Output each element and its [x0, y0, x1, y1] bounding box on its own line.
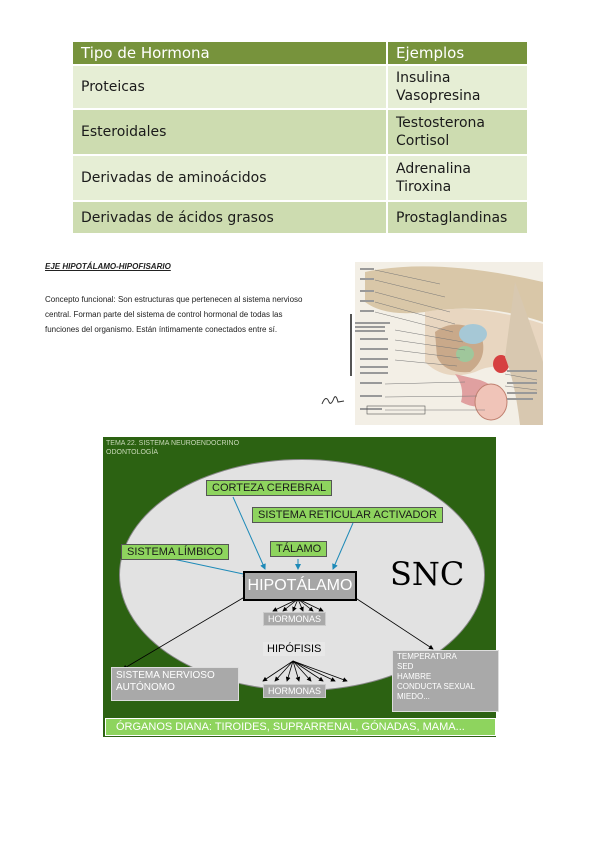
example-item: Insulina — [396, 69, 527, 87]
table-row: Derivadas de ácidos grasos Prostaglandin… — [73, 201, 528, 233]
hipotalamo-box: HIPOTÁLAMO — [243, 571, 357, 601]
hormone-type-cell: Derivadas de ácidos grasos — [73, 201, 387, 233]
list-item: SED — [397, 662, 494, 672]
sistema-reticular-label: SISTEMA RETICULAR ACTIVADOR — [252, 507, 443, 523]
table-row: Derivadas de aminoácidos Adrenalina Tiro… — [73, 155, 528, 201]
table-header-row: Tipo de Hormona Ejemplos — [73, 42, 528, 65]
examples-cell: Insulina Vasopresina — [387, 65, 528, 109]
example-item: Tiroxina — [396, 178, 527, 196]
hormone-type-cell: Proteicas — [73, 65, 387, 109]
hormonas-label-1: HORMONAS — [263, 612, 326, 626]
hormonas-label-2: HORMONAS — [263, 684, 326, 698]
examples-cell: Prostaglandinas — [387, 201, 528, 233]
list-item: TEMPERATURA — [397, 652, 494, 662]
snc-label: SNC — [390, 555, 464, 593]
hormone-type-cell: Derivadas de aminoácidos — [73, 155, 387, 201]
example-item: Testosterona — [396, 114, 527, 132]
organos-diana-bar: ÓRGANOS DIANA: TIROIDES, SUPRARRENAL, GÓ… — [105, 718, 496, 736]
signature-scribble — [320, 392, 346, 412]
table-row: Esteroidales Testosterona Cortisol — [73, 109, 528, 155]
corteza-cerebral-label: CORTEZA CEREBRAL — [206, 480, 332, 496]
hipofisis-label: HIPÓFISIS — [263, 642, 325, 656]
section-body: Concepto funcional: Son estructuras que … — [45, 292, 307, 337]
functions-list-box: TEMPERATURA SED HAMBRE CONDUCTA SEXUAL M… — [392, 650, 499, 712]
hormone-table: Tipo de Hormona Ejemplos Proteicas Insul… — [73, 42, 529, 233]
list-item: MIEDO... — [397, 692, 494, 702]
list-item: HAMBRE — [397, 672, 494, 682]
section-title: EJE HIPOTÁLAMO-HIPOFISARIO — [45, 262, 171, 271]
example-item: Cortisol — [396, 132, 527, 150]
hormone-type-cell: Esteroidales — [73, 109, 387, 155]
example-item: Prostaglandinas — [396, 209, 527, 227]
examples-cell: Adrenalina Tiroxina — [387, 155, 528, 201]
column-header: Ejemplos — [387, 42, 528, 65]
sistema-nervioso-autonomo-box: SISTEMA NERVIOSO AUTÓNOMO — [111, 667, 239, 701]
examples-cell: Testosterona Cortisol — [387, 109, 528, 155]
example-item: Adrenalina — [396, 160, 527, 178]
example-item: Vasopresina — [396, 87, 527, 105]
sistema-limbico-label: SISTEMA LÍMBICO — [121, 544, 229, 560]
signature-icon — [320, 392, 346, 408]
neuroendocrine-slide: TEMA 22. SISTEMA NEUROENDOCRINO ODONTOLO… — [103, 437, 496, 737]
table-row: Proteicas Insulina Vasopresina — [73, 65, 528, 109]
column-header: Tipo de Hormona — [73, 42, 387, 65]
list-item: CONDUCTA SEXUAL — [397, 682, 494, 692]
talamo-label: TÁLAMO — [270, 541, 327, 557]
